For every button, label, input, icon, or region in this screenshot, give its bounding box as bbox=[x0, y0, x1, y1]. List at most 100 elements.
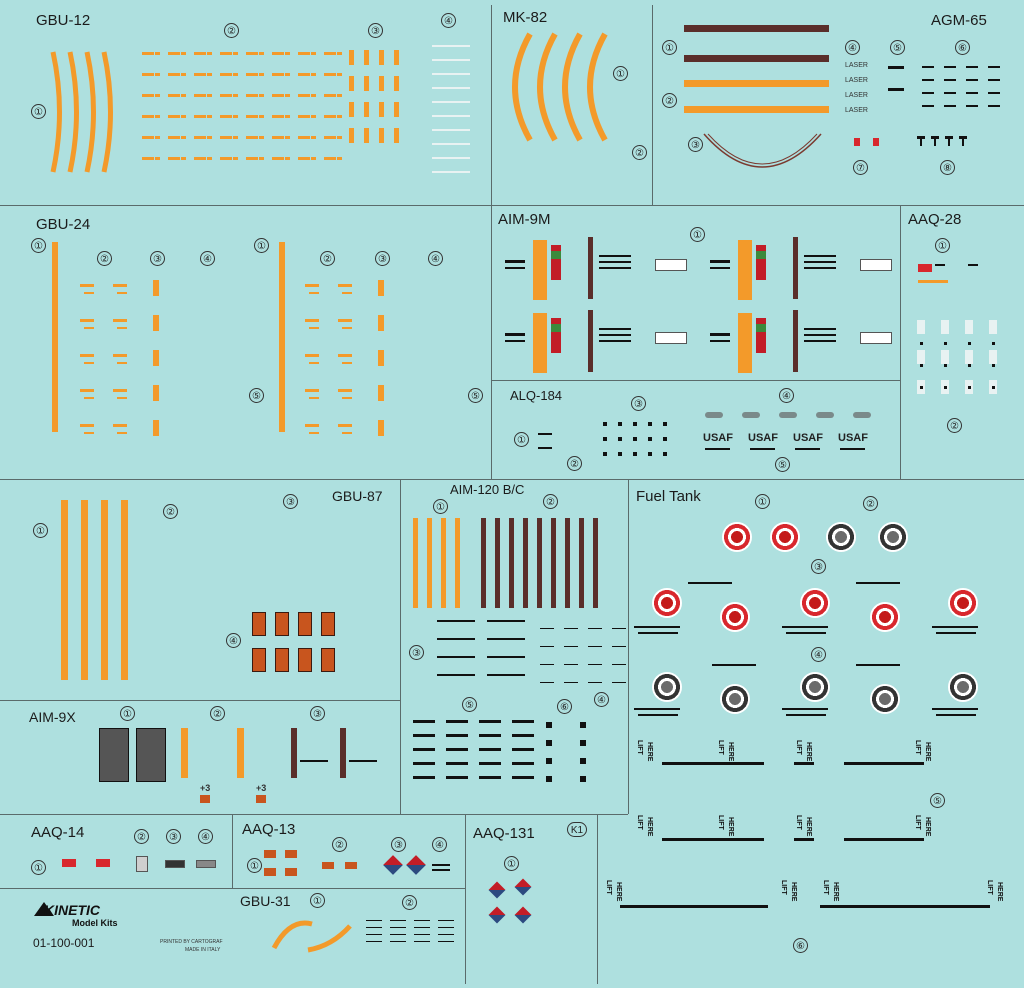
aim120-stencil bbox=[446, 720, 468, 723]
gbu87-box-decal bbox=[252, 612, 266, 636]
gbu12-white-decal bbox=[432, 143, 470, 145]
lift-line bbox=[844, 838, 924, 841]
gbu24-stripe-decal bbox=[117, 327, 127, 329]
aim120-brown-stripe bbox=[523, 518, 528, 608]
gbu12-stripe-decal bbox=[272, 73, 284, 76]
gbu12-stripe-decal bbox=[220, 115, 232, 118]
aim120-stencil bbox=[413, 720, 435, 723]
alq184-stencil bbox=[538, 433, 552, 435]
divider bbox=[491, 5, 492, 205]
agm65-stencil bbox=[944, 105, 956, 107]
gbu87-box-decal bbox=[275, 648, 289, 672]
gbu31-stencil bbox=[414, 927, 430, 928]
gbu24-stripe-decal bbox=[342, 327, 352, 329]
alq184-dot-decal bbox=[603, 422, 607, 426]
gbu24-stripe-decal bbox=[117, 362, 127, 364]
gbu12-stripe-decal bbox=[142, 52, 154, 55]
aim9m-red-decal bbox=[551, 245, 561, 280]
gbu12-stripe-decal bbox=[168, 115, 180, 118]
gbu12-stripe-decal bbox=[168, 157, 180, 160]
divider bbox=[491, 380, 901, 381]
aim9m-green-decal bbox=[756, 251, 766, 259]
agm65-brown-band bbox=[684, 25, 829, 32]
gbu24-stripe-decal bbox=[117, 397, 127, 399]
aim9x-small-decal bbox=[256, 795, 266, 803]
aim120-pin-decal bbox=[546, 776, 552, 782]
gbu24-bar-decal bbox=[378, 385, 384, 401]
aaq28-dot bbox=[992, 342, 995, 345]
gbu12-stripe-decal bbox=[194, 136, 206, 139]
gbu12-stripe-decal bbox=[337, 115, 342, 118]
agm65-pin-decal bbox=[945, 136, 953, 139]
agm65-pin-decal bbox=[931, 136, 939, 139]
gbu24-bar-decal bbox=[378, 280, 384, 296]
aim120-stencil bbox=[564, 664, 578, 665]
callout-2: ② bbox=[662, 93, 677, 108]
gbu12-stripe-decal bbox=[246, 115, 258, 118]
gbu12-stripe-decal bbox=[207, 52, 212, 55]
gbu31-stencil bbox=[366, 927, 382, 928]
aaq13-diamond-decal bbox=[406, 855, 426, 875]
divider bbox=[232, 814, 233, 889]
aim9m-stencil bbox=[599, 334, 631, 336]
lift-label: LIFT bbox=[795, 740, 802, 755]
aim120-brown-stripe bbox=[481, 518, 486, 608]
aaq13-stencil bbox=[432, 864, 450, 866]
callout-3: ③ bbox=[811, 559, 826, 574]
aim9m-stencil bbox=[599, 261, 631, 263]
gbu12-stripe-decal bbox=[155, 73, 160, 76]
fuel-stencil bbox=[688, 582, 732, 584]
callout-2: ② bbox=[543, 494, 558, 509]
gbu31-stencil bbox=[366, 941, 382, 942]
gbu12-stripe-decal bbox=[259, 136, 264, 139]
fuel-stencil bbox=[856, 664, 900, 666]
aaq13-box-decal bbox=[264, 868, 276, 876]
gbu12-stripe-decal bbox=[220, 94, 232, 97]
laser-label: LASER bbox=[845, 92, 868, 99]
callout-4: ④ bbox=[441, 13, 456, 28]
callout-2: ② bbox=[567, 456, 582, 471]
lift-label: LIFT bbox=[914, 740, 921, 755]
lift-here-label: HERE bbox=[924, 742, 931, 762]
agm65-stencil bbox=[966, 79, 978, 81]
gbu12-stripe-decal bbox=[142, 157, 154, 160]
gbu87-stripe bbox=[61, 500, 68, 680]
callout-3: ③ bbox=[310, 706, 325, 721]
gbu12-stripe-decal bbox=[233, 136, 238, 139]
aaq28-emblem bbox=[918, 264, 932, 272]
gbu12-stripe-decal bbox=[207, 115, 212, 118]
gbu87-stripe bbox=[101, 500, 108, 680]
aim9m-orange-band bbox=[738, 313, 752, 373]
aim9x-brown-band bbox=[340, 728, 346, 778]
aim120-stencil bbox=[446, 762, 468, 765]
gbu24-stripe-decal bbox=[80, 319, 94, 322]
gbu12-stripe-decal bbox=[233, 157, 238, 160]
callout-1: ① bbox=[613, 66, 628, 81]
aim9x-grey-decal bbox=[136, 728, 166, 782]
aaq28-white-decal bbox=[989, 320, 997, 334]
lift-here-label: HERE bbox=[924, 817, 931, 837]
aim9m-stencil bbox=[599, 267, 631, 269]
fuel-roundel-decal bbox=[770, 522, 800, 552]
aaq28-dot bbox=[992, 364, 995, 367]
lift-here-label: HERE bbox=[805, 742, 812, 762]
gbu12-stripe-decal bbox=[311, 157, 316, 160]
alq184-stencil bbox=[750, 448, 775, 450]
alq184-dot-decal bbox=[618, 452, 622, 456]
callout-6: ⑥ bbox=[793, 938, 808, 953]
aaq28-stripe bbox=[918, 280, 948, 283]
aim9m-stencil bbox=[804, 255, 836, 257]
gbu31-stencil bbox=[390, 941, 406, 942]
fuel-stencil bbox=[638, 714, 678, 716]
agm65-stencil bbox=[988, 105, 1000, 107]
aim120-stencil bbox=[479, 734, 501, 737]
gbu12-bar-decal bbox=[379, 128, 384, 143]
alq184-dot-decal bbox=[648, 452, 652, 456]
aaq28-white-decal bbox=[917, 320, 925, 334]
lift-line bbox=[662, 838, 762, 841]
agm65-stencil bbox=[966, 92, 978, 94]
gbu12-white-decal bbox=[432, 45, 470, 47]
alq184-dot-decal bbox=[663, 422, 667, 426]
gbu31-stencil bbox=[414, 920, 430, 921]
